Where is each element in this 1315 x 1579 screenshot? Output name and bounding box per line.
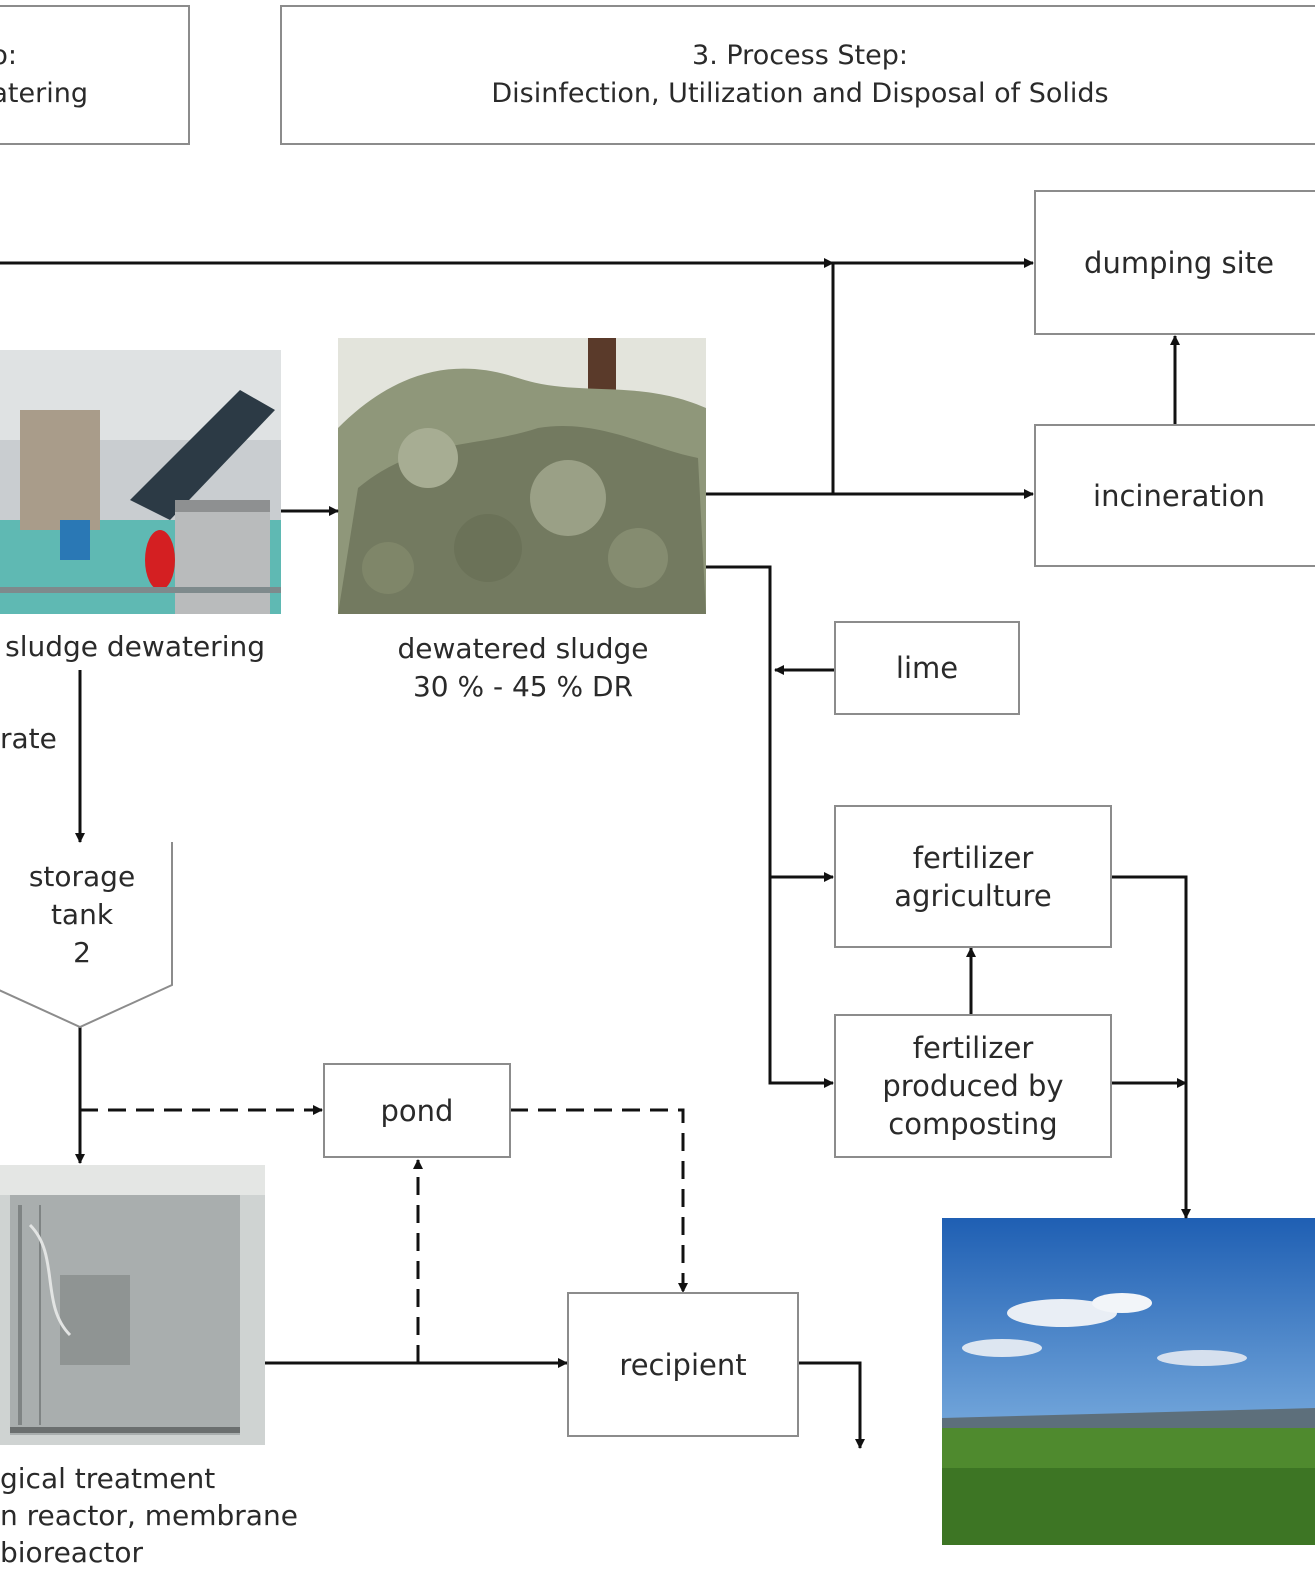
fertilizer-composting-label: fertilizer produced by composting (882, 1031, 1064, 1141)
incineration-label: incineration (1093, 478, 1265, 513)
sludge-dewatering-caption: sludge dewatering (5, 630, 265, 663)
recipient-box: recipient (567, 1292, 799, 1437)
pond-box: pond (323, 1063, 511, 1158)
lime-label: lime (895, 651, 959, 685)
dewatered-sludge-caption: dewatered sludge 30 % - 45 % DR (397, 632, 649, 703)
dewatering-machine-photo (0, 350, 281, 614)
process-step-3-header: 3. Process Step: Disinfection, Utilizati… (280, 5, 1315, 145)
agricultural-field-photo (942, 1218, 1315, 1545)
process-step-2-header: o: atering (0, 5, 190, 145)
dewatered-sludge-photo (338, 338, 706, 614)
fertilizer-composting-box: fertilizer produced by composting (834, 1014, 1112, 1158)
lime-box: lime (834, 621, 1020, 715)
fertilizer-agriculture-label: fertilizer agriculture (894, 840, 1052, 913)
storage-tank-caption: storage tank 2 (28, 860, 136, 969)
filtrate-caption: rate (0, 722, 57, 755)
recipient-label: recipient (619, 1347, 747, 1382)
process-step-2-header-text: o: atering (0, 40, 88, 109)
bioreactor-photo (0, 1165, 265, 1445)
process-step-3-header-text: 3. Process Step: Disinfection, Utilizati… (491, 40, 1109, 109)
dumping-site-box: dumping site (1034, 190, 1315, 335)
dumping-site-label: dumping site (1084, 245, 1274, 280)
biological-treatment-caption: gical treatment n reactor, membrane bior… (0, 1462, 298, 1569)
fertilizer-agriculture-box: fertilizer agriculture (834, 805, 1112, 948)
incineration-box: incineration (1034, 424, 1315, 567)
pond-label: pond (380, 1093, 454, 1128)
